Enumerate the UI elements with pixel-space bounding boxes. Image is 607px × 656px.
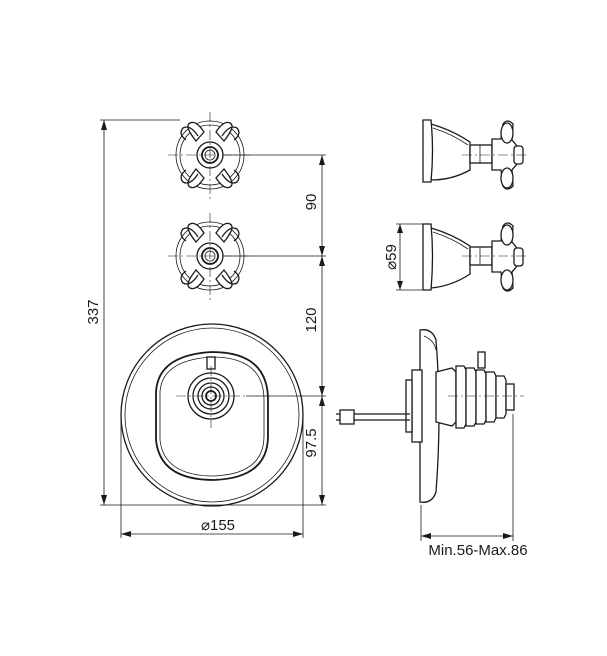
wall-depth-label: Min.56-Max.86	[428, 542, 527, 559]
overall-height-dimension: 337	[85, 119, 212, 506]
wall-depth-dimension: Min.56-Max.86	[420, 414, 528, 559]
upper-cross-handle-front	[175, 120, 245, 190]
plate-center-label: 97.5	[303, 428, 320, 457]
plate-diameter-label: ⌀155	[201, 517, 235, 534]
lower-spacing-label: 120	[303, 307, 320, 332]
thermostatic-body-side	[336, 329, 524, 503]
flange-diameter-label: ⌀59	[383, 244, 400, 270]
overall-height-label: 337	[85, 299, 102, 324]
vertical-spacing-dimensions: 90 120 97.5	[212, 154, 326, 506]
thermostatic-plate-front	[120, 323, 304, 507]
flange-diameter-dimension: ⌀59	[383, 223, 428, 291]
plate-diameter-dimension: ⌀155	[120, 418, 304, 538]
centre-lines-front	[168, 112, 252, 428]
valve-spacing-label: 90	[303, 194, 320, 211]
upper-valve-side	[422, 119, 528, 190]
lower-valve-side	[422, 222, 528, 292]
